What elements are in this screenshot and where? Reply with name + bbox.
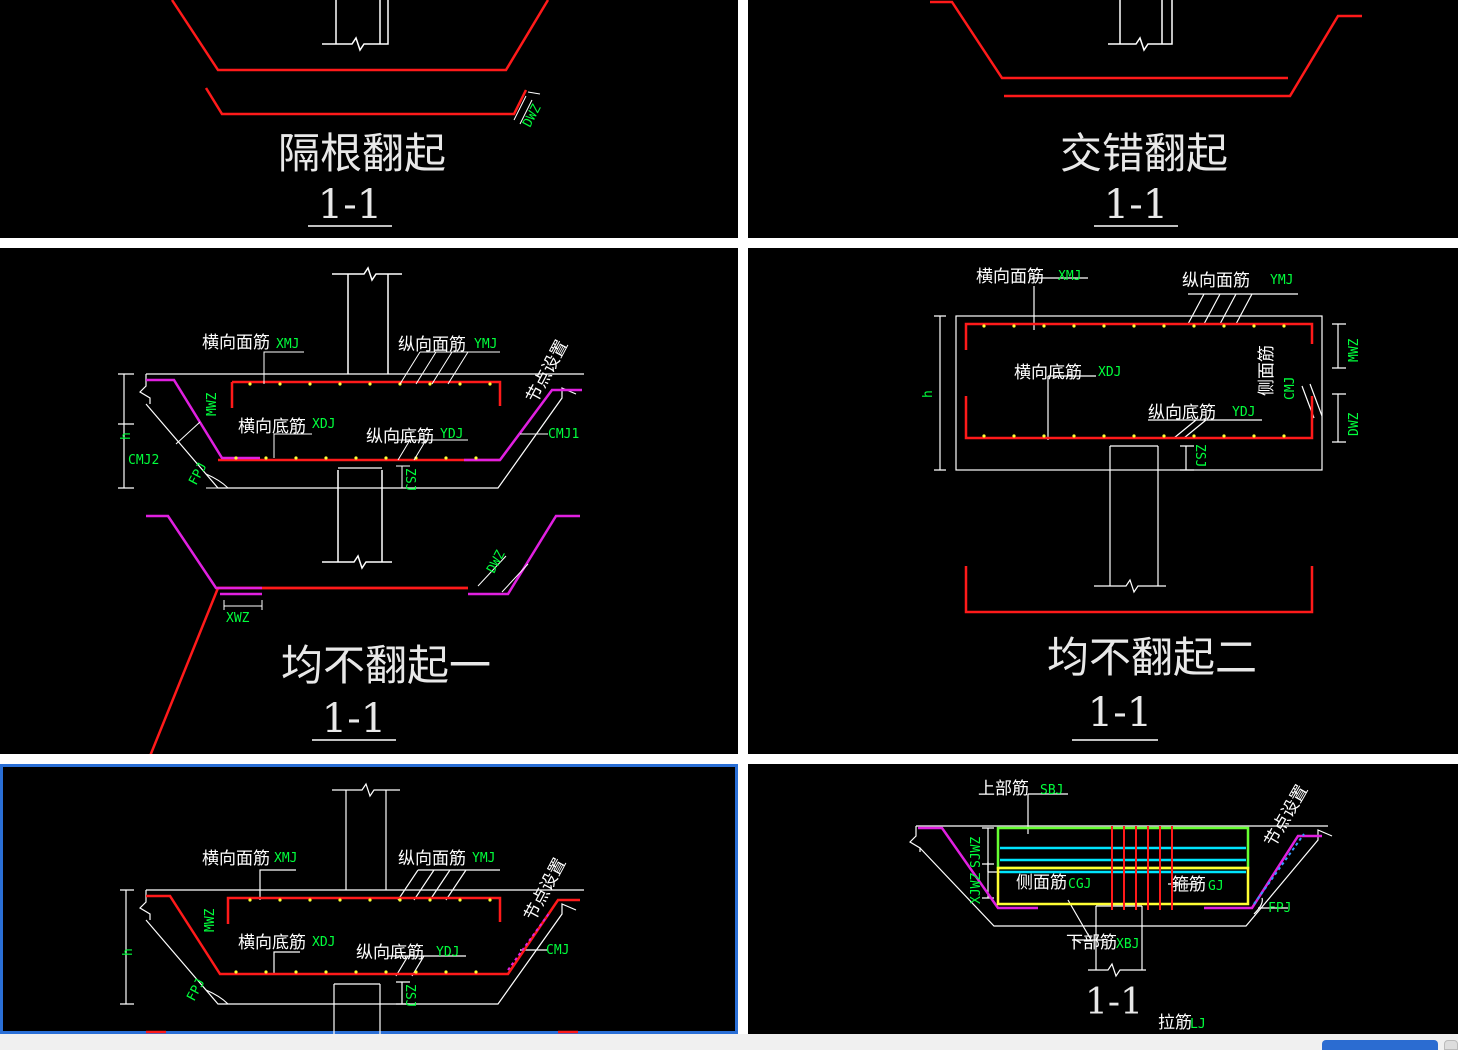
zsj-code: ZSJ <box>402 468 417 491</box>
ymj-code: YMJ <box>474 337 497 352</box>
panel-6-diagram: 上部筋 SBJ 侧面筋 CGJ 箍筋 GJ 下部筋 XBJ 拉筋 LJ 节点设置… <box>909 779 1333 1033</box>
xdj-label: 横向底筋 <box>238 417 306 437</box>
option-staggered-bend-panel[interactable]: 交错翻起 1-1 <box>748 0 1458 238</box>
zsj-code: ZSJ <box>1192 444 1207 467</box>
ymj-label: 纵向面筋 <box>1182 271 1250 291</box>
mwz-code: MWZ <box>203 908 218 932</box>
cgj-code: CGJ <box>1068 877 1091 892</box>
ydj-code: YDJ <box>440 427 463 442</box>
sjwz-code: SJWZ <box>969 837 984 868</box>
ymj-code: YMJ <box>1270 273 1293 288</box>
ydj-label: 纵向底筋 <box>1148 403 1216 423</box>
xdj-code: XDJ <box>312 417 335 432</box>
fpj-code: FPJ <box>184 976 208 1004</box>
cgj-label: 侧面筋 <box>1016 873 1067 893</box>
ydj-code: YDJ <box>1232 405 1255 420</box>
alternate-bend-diagram: DWZ 隔根翻起 1-1 <box>170 0 550 228</box>
xjwz-code: XJWZ <box>969 873 984 904</box>
xmj-label: 横向面筋 <box>202 849 270 869</box>
option-no-bend-one-panel[interactable]: 横向面筋 XMJ 纵向面筋 YMJ 横向底筋 XDJ 纵向底筋 YDJ 节点设置… <box>0 248 738 754</box>
option-alternate-bend-panel[interactable]: DWZ 隔根翻起 1-1 <box>0 0 738 238</box>
sbj-code: SBJ <box>1040 783 1063 798</box>
ymj-label: 纵向面筋 <box>398 849 466 869</box>
cmj1-code: CMJ1 <box>548 427 579 442</box>
section-label: 1-1 <box>1104 182 1168 228</box>
panel-title: 均不翻起一 <box>281 641 491 690</box>
option-panel-5-selected[interactable]: 横向面筋 XMJ 纵向面筋 YMJ 横向底筋 XDJ 纵向底筋 YDJ 节点设置… <box>0 764 738 1034</box>
lj-code: LJ <box>1190 1017 1206 1032</box>
cmj-code: CMJ <box>546 943 569 958</box>
xmj-code: XMJ <box>276 337 299 352</box>
panel-title: 隔根翻起 <box>278 129 446 178</box>
panel-title: 交错翻起 <box>1060 129 1228 178</box>
h-code: h <box>921 390 936 398</box>
h-code: h <box>119 432 134 440</box>
option-panel-6[interactable]: 上部筋 SBJ 侧面筋 CGJ 箍筋 GJ 下部筋 XBJ 拉筋 LJ 节点设置… <box>748 764 1458 1034</box>
ydj-label: 纵向底筋 <box>356 943 424 963</box>
primary-button[interactable] <box>1322 1040 1438 1050</box>
lj-label: 拉筋 <box>1158 1013 1192 1033</box>
xmj-label: 横向面筋 <box>976 267 1044 287</box>
ymj-code: YMJ <box>472 851 495 866</box>
dwz-label: DWZ <box>520 102 544 130</box>
fpj-code: FPJ <box>1268 901 1291 916</box>
secondary-button[interactable] <box>1444 1040 1458 1050</box>
cmj2-code: CMJ2 <box>128 453 159 468</box>
section-label: 1-1 <box>322 696 386 742</box>
ydj-code: YDJ <box>436 945 459 960</box>
section-label: 1-1 <box>1085 982 1143 1023</box>
xdj-code: XDJ <box>1098 365 1121 380</box>
dwz-code: DWZ <box>484 548 508 576</box>
no-bend-two-diagram: 横向面筋 XMJ 纵向面筋 YMJ 横向底筋 XDJ 纵向底筋 YDJ 侧面筋 … <box>921 267 1362 741</box>
h-code: h <box>121 948 136 956</box>
cmj-code: CMJ <box>1283 377 1298 400</box>
sbj-label: 上部筋 <box>978 779 1029 799</box>
xbj-label: 下部筋 <box>1066 933 1117 953</box>
dwz-code: DWZ <box>1347 412 1362 436</box>
xwz-code: XWZ <box>226 611 250 626</box>
zsj-code: ZSJ <box>402 984 417 1007</box>
xmj-code: XMJ <box>274 851 297 866</box>
staggered-bend-diagram: 交错翻起 1-1 <box>930 0 1362 228</box>
option-no-bend-two-panel[interactable]: 横向面筋 XMJ 纵向面筋 YMJ 横向底筋 XDJ 纵向底筋 YDJ 侧面筋 … <box>748 248 1458 754</box>
section-label: 1-1 <box>1088 690 1152 736</box>
gj-code: GJ <box>1208 879 1224 894</box>
bottom-status-strip <box>0 1034 1458 1050</box>
xmj-code: XMJ <box>1058 269 1081 284</box>
no-bend-one-diagram: 横向面筋 XMJ 纵向面筋 YMJ 横向底筋 XDJ 纵向底筋 YDJ 节点设置… <box>118 266 584 754</box>
mwz-code: MWZ <box>1347 338 1362 362</box>
section-label: 1-1 <box>318 182 382 228</box>
side-rebar-label: 侧面筋 <box>1257 345 1277 396</box>
panel-title: 均不翻起二 <box>1047 633 1257 682</box>
xbj-code: XBJ <box>1116 937 1139 952</box>
xdj-label: 横向底筋 <box>238 933 306 953</box>
ydj-label: 纵向底筋 <box>366 427 434 447</box>
node-setting-label: 节点设置 <box>1261 782 1312 851</box>
xdj-code: XDJ <box>312 935 335 950</box>
xdj-label: 横向底筋 <box>1014 363 1082 383</box>
xmj-label: 横向面筋 <box>202 333 270 353</box>
gj-label: 箍筋 <box>1172 875 1206 895</box>
mwz-code: MWZ <box>205 392 220 416</box>
panel-5-diagram: 横向面筋 XMJ 纵向面筋 YMJ 横向底筋 XDJ 纵向底筋 YDJ 节点设置… <box>120 782 584 1034</box>
ymj-label: 纵向面筋 <box>398 335 466 355</box>
